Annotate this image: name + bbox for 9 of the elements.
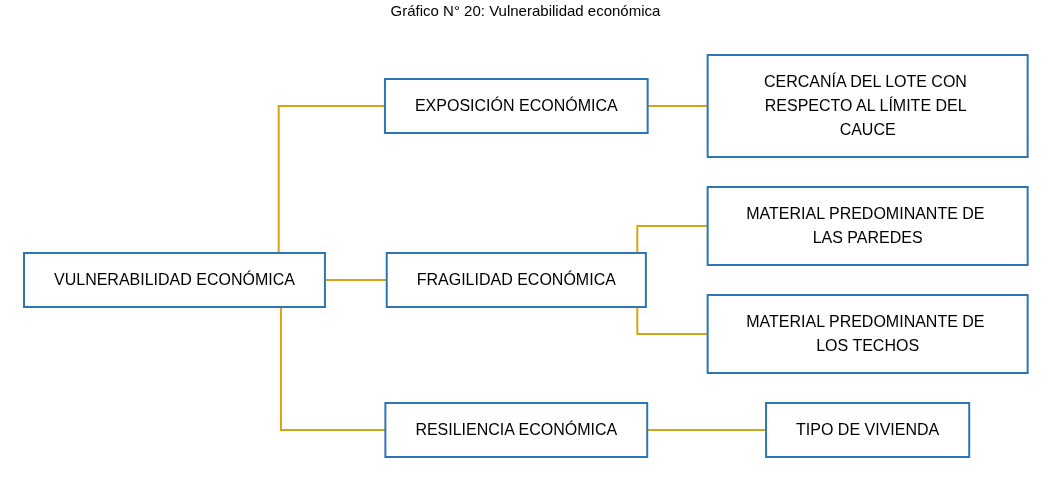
node-box: VULNERABILIDAD ECONÓMICA: [22, 252, 326, 308]
node-box: EXPOSICIÓN ECONÓMICA: [383, 78, 649, 134]
node-box: FRAGILIDAD ECONÓMICA: [385, 252, 647, 308]
diagram-title: Gráfico N° 20: Vulnerabilidad económica: [389, 2, 662, 19]
node-box: MATERIAL PREDOMINANTE DE LOS TECHOS: [706, 294, 1029, 374]
node-box: RESILIENCIA ECONÓMICA: [384, 402, 648, 458]
node-box: TIPO DE VIVIENDA: [764, 402, 970, 458]
node-box: CERCANÍA DEL LOTE CON RESPECTO AL LÍMITE DEL CAUCE: [706, 54, 1029, 158]
node-box: MATERIAL PREDOMINANTE DE LAS PAREDES: [706, 186, 1029, 266]
